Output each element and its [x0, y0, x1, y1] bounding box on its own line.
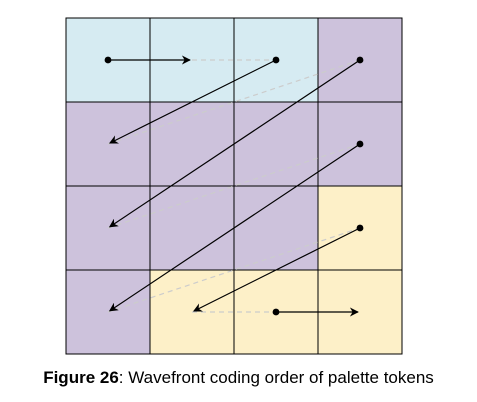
caption-text: : Wavefront coding order of palette toke… [118, 368, 434, 387]
scan-arrow-3 [108, 59, 361, 228]
start-dot-6 [272, 308, 280, 316]
start-dot-1 [104, 56, 112, 64]
wavefront-diagram [65, 17, 403, 355]
grid-cell-r1-c2 [233, 101, 319, 187]
grid-cell-r2-c2 [233, 185, 319, 271]
figure-label: Figure 26 [43, 368, 119, 387]
scan-arrow-4 [108, 143, 361, 312]
scan-arrow-5 [192, 227, 361, 312]
dashed-connectors [107, 59, 361, 313]
figure-caption: Figure 26: Wavefront coding order of pal… [0, 368, 477, 388]
grid-cell-r2-c1 [149, 185, 235, 271]
start-dots [104, 56, 364, 316]
scan-arrow-2 [108, 59, 277, 144]
start-dot-4 [356, 140, 364, 148]
grid-cell-r2-c3 [317, 185, 403, 271]
start-dot-5 [356, 224, 364, 232]
grid-cells [65, 17, 403, 355]
start-dot-2 [272, 56, 280, 64]
grid-cell-r1-c1 [149, 101, 235, 187]
start-dot-3 [356, 56, 364, 64]
scan-arrows [108, 55, 361, 317]
